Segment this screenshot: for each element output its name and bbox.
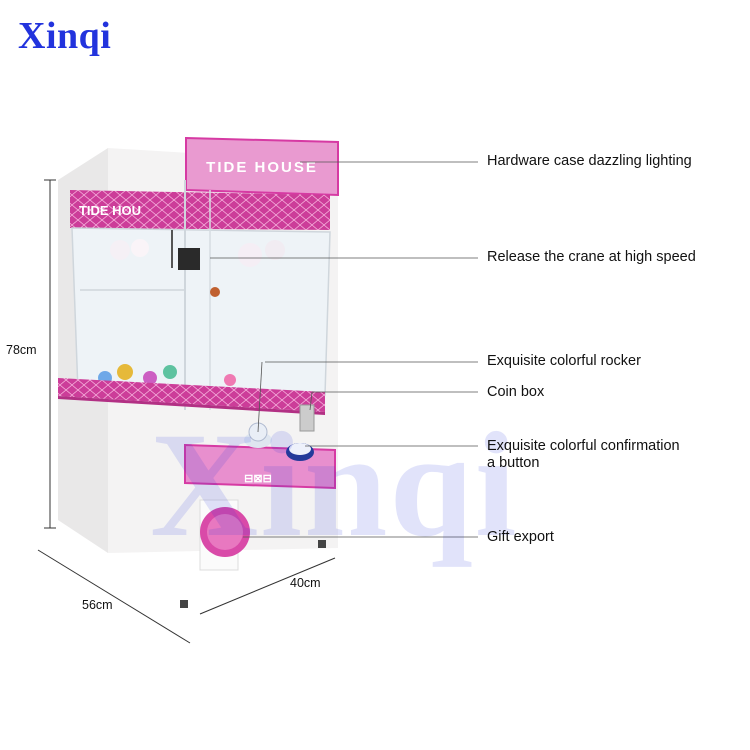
callout-crane: Release the crane at high speed	[487, 249, 696, 265]
callout-lighting: Hardware case dazzling lighting	[487, 153, 692, 169]
callout-rocker: Exquisite colorful rocker	[487, 353, 641, 369]
callout-confirm-button: Exquisite colorful confirmation a button	[487, 438, 680, 471]
depth-dimension: 56cm	[82, 598, 113, 612]
height-dimension: 78cm	[6, 343, 37, 357]
brand-logo: Xinqi	[18, 15, 112, 57]
svg-text:⊟⊠⊟: ⊟⊠⊟	[244, 473, 272, 485]
callout-leader-lines	[210, 161, 478, 538]
width-dimension: 40cm	[290, 576, 321, 590]
callout-gift-export: Gift export	[487, 529, 554, 545]
dimension-lines	[37, 179, 336, 644]
callout-coin-box: Coin box	[487, 384, 545, 400]
marquee-sign: TIDE HOUSE	[206, 159, 318, 176]
claw-machine: TIDE HOUSE TIDE HOU ⊟⊠⊟	[58, 136, 339, 608]
inner-sign: TIDE HOU	[79, 203, 141, 218]
